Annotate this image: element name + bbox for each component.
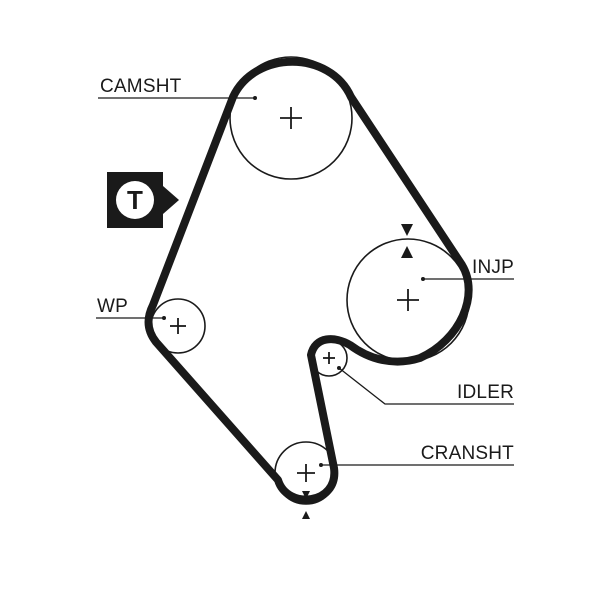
- pulley-centers: [170, 107, 419, 482]
- camshaft-center-icon: [280, 107, 302, 129]
- leader-lines: [96, 96, 514, 467]
- water-pump-center-icon: [170, 318, 186, 334]
- tensioner-pointer-icon: T: [107, 172, 179, 228]
- label-camshaft: CAMSHT: [100, 76, 182, 97]
- timing-marks: [302, 224, 413, 519]
- crankshaft-center-icon: [297, 464, 315, 482]
- camshaft-pulley: [229, 56, 353, 180]
- label-water-pump: WP: [97, 296, 128, 317]
- injp-timing-mark-top-icon: [401, 224, 413, 236]
- pulleys: [150, 56, 470, 505]
- injection-pump-center-icon: [397, 289, 419, 311]
- label-crankshaft: CRANSHT: [421, 443, 514, 464]
- cransht-timing-mark-bottom-icon: [302, 511, 310, 519]
- cransht-timing-mark-top-icon: [302, 491, 310, 499]
- idler-center-icon: [323, 352, 335, 364]
- label-idler: IDLER: [457, 382, 514, 403]
- injp-timing-mark-bottom-icon: [401, 246, 413, 258]
- label-injection-pump: INJP: [472, 257, 514, 278]
- timing-belt: [144, 57, 473, 504]
- tensioner-letter: T: [127, 185, 143, 215]
- idler-leader: [338, 367, 514, 405]
